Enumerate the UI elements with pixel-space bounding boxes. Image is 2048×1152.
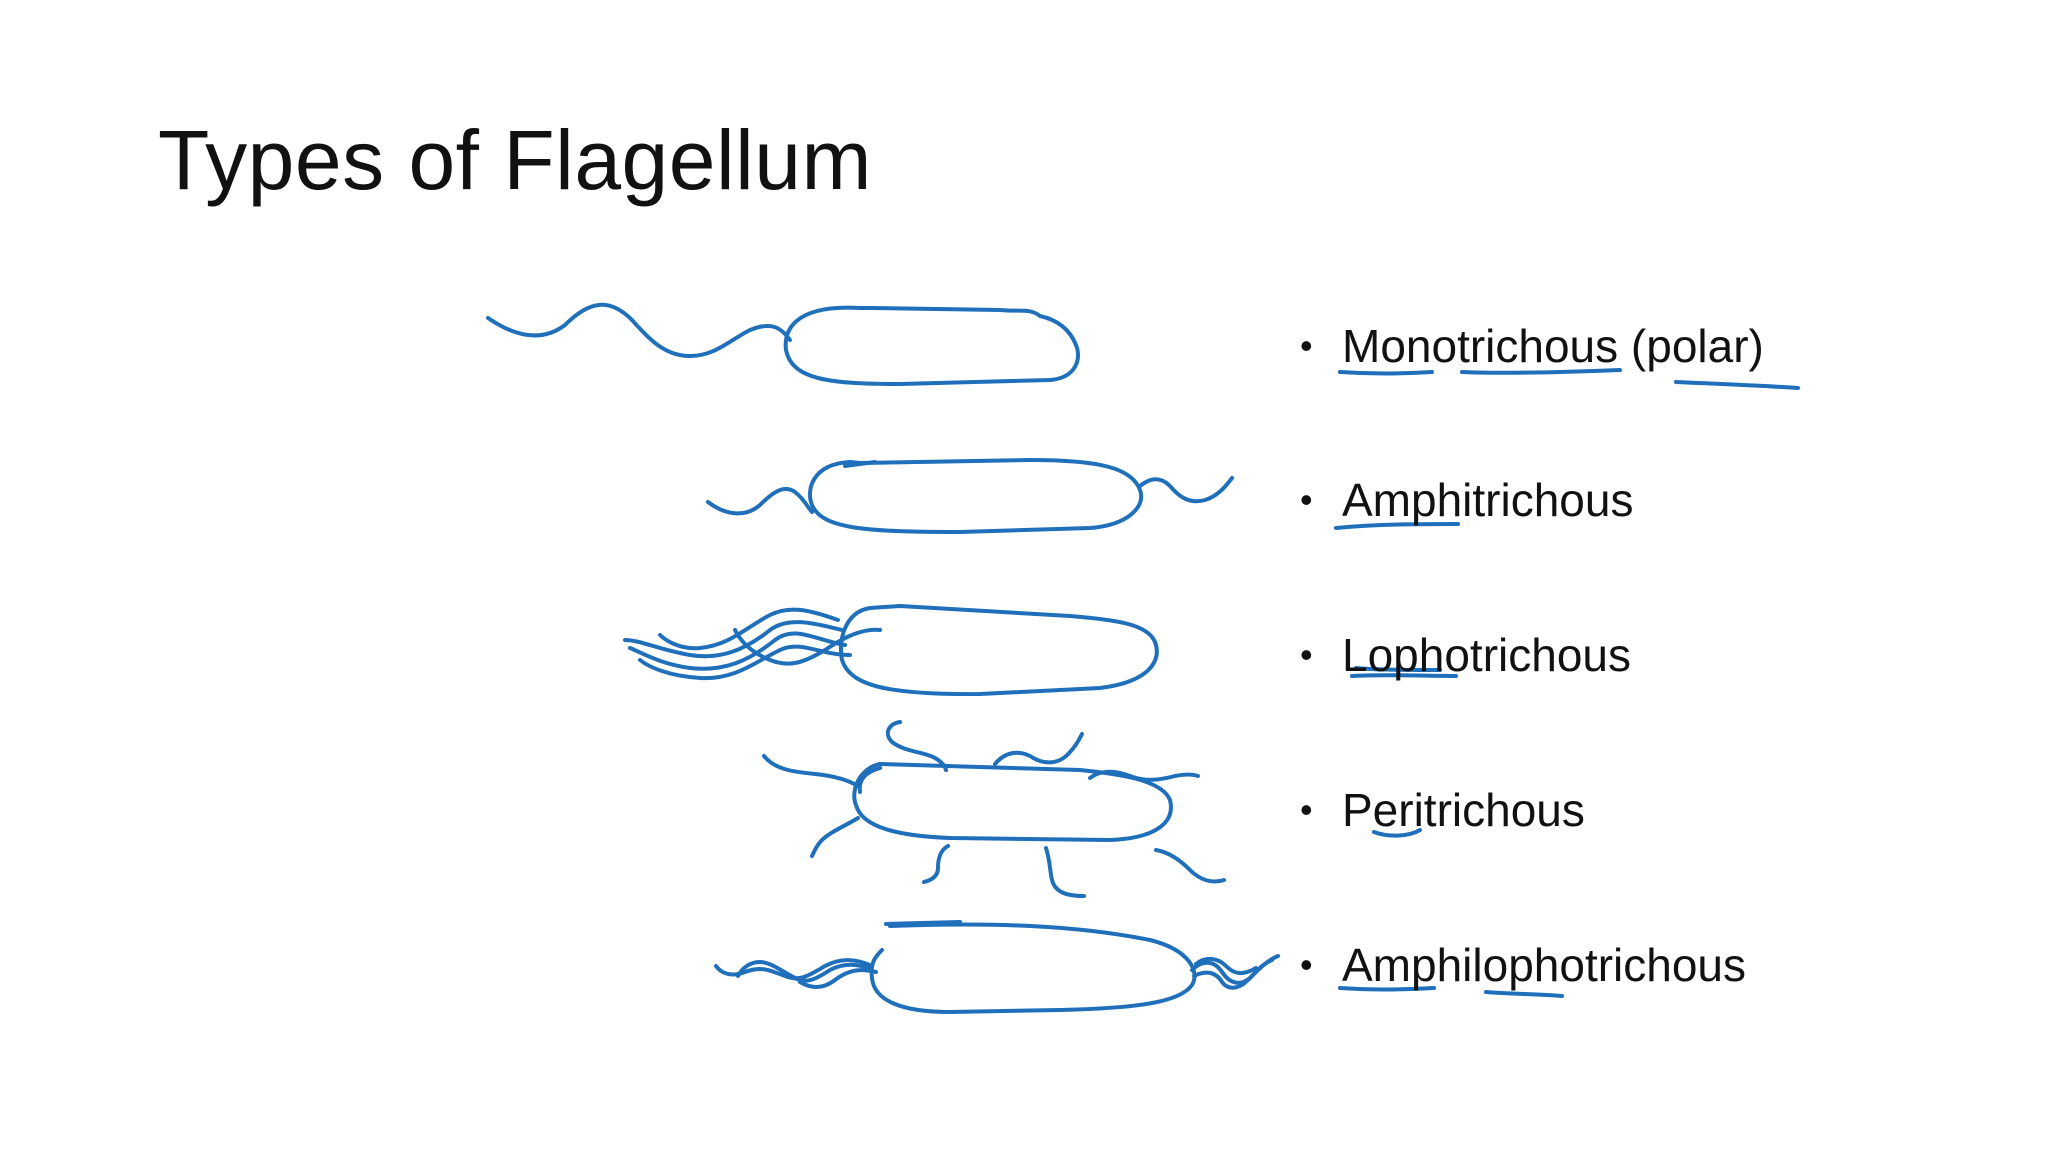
monotrichous-flagellum xyxy=(486,302,792,358)
bullet-label: Lophotrichous xyxy=(1342,629,1631,681)
peritrichous-sketch xyxy=(762,720,1226,898)
underline-polar xyxy=(1674,380,1800,390)
bullet-dot: • xyxy=(1300,634,1313,675)
amphilophotrichous-cell xyxy=(869,922,1197,1014)
bullet-dot: • xyxy=(1300,789,1313,830)
bullet-item-peritrichous: • Peritrichous xyxy=(1300,780,1585,840)
lophotrichous-flagellum-4 xyxy=(658,607,840,651)
peritrichous-flagellum-top-right xyxy=(1088,769,1200,782)
bullet-label: Amphitrichous xyxy=(1342,474,1634,526)
bullet-item-amphitrichous: • Amphitrichous xyxy=(1300,470,1633,530)
amphilophotrichous-flagellum-left-3 xyxy=(798,968,878,989)
amphitrichous-cell-accent xyxy=(843,460,877,468)
lophotrichous-cell xyxy=(839,604,1159,697)
lophotrichous-flagellum-3 xyxy=(638,644,852,681)
bullet-dot: • xyxy=(1300,944,1313,985)
amphilophotrichous-flagellum-right-1 xyxy=(1190,954,1280,985)
amphilophotrichous-flagellum-left-1 xyxy=(714,958,874,981)
lophotrichous-sketch xyxy=(623,604,1159,697)
lophotrichous-flagellum-1 xyxy=(623,620,844,659)
monotrichous-sketch xyxy=(486,302,1080,386)
peritrichous-cell xyxy=(852,762,1173,842)
amphilophotrichous-flagellum-left-2 xyxy=(736,960,874,983)
bullet-item-amphilophotrichous: • Amphilophotrichous xyxy=(1300,935,1746,995)
monotrichous-cell xyxy=(783,305,1080,386)
amphitrichous-flagellum-left xyxy=(706,486,814,516)
amphitrichous-sketch xyxy=(706,458,1234,534)
bullet-label: Amphilophotrichous xyxy=(1342,939,1747,991)
amphilophotrichous-flagellum-right-3 xyxy=(1194,957,1258,975)
bullet-item-lophotrichous: • Lophotrichous xyxy=(1300,625,1631,685)
peritrichous-flagellum-top-1 xyxy=(885,720,948,772)
amphitrichous-cell xyxy=(808,458,1144,534)
peritrichous-flagellum-top-2 xyxy=(993,732,1084,766)
lophotrichous-flagellum-2 xyxy=(628,631,847,671)
bullet-dot: • xyxy=(1300,325,1313,366)
bullet-label: Monotrichous (polar) xyxy=(1342,320,1764,372)
peritrichous-flagellum-bottom-1 xyxy=(922,844,950,884)
peritrichous-flagellum-bottom-right xyxy=(1154,848,1226,884)
amphilophotrichous-sketch xyxy=(714,920,1280,1014)
bullet-item-monotrichous: • Monotrichous (polar) xyxy=(1300,316,1764,376)
bullet-label: Peritrichous xyxy=(1342,784,1585,836)
amphilophotrichous-flagellum-right-2 xyxy=(1192,958,1274,990)
amphilophotrichous-cell-top-edge xyxy=(884,920,962,926)
peritrichous-flagellum-bottom-2 xyxy=(1044,846,1086,898)
peritrichous-flagellum-bottom-left xyxy=(810,816,860,858)
lophotrichous-flagellum-5 xyxy=(733,627,882,666)
amphitrichous-flagellum-right xyxy=(1138,476,1234,504)
slide-title: Types of Flagellum xyxy=(158,113,872,207)
peritrichous-flagellum-left xyxy=(762,754,860,788)
bullet-dot: • xyxy=(1300,479,1313,520)
peritrichous-cell-accent xyxy=(857,766,882,794)
